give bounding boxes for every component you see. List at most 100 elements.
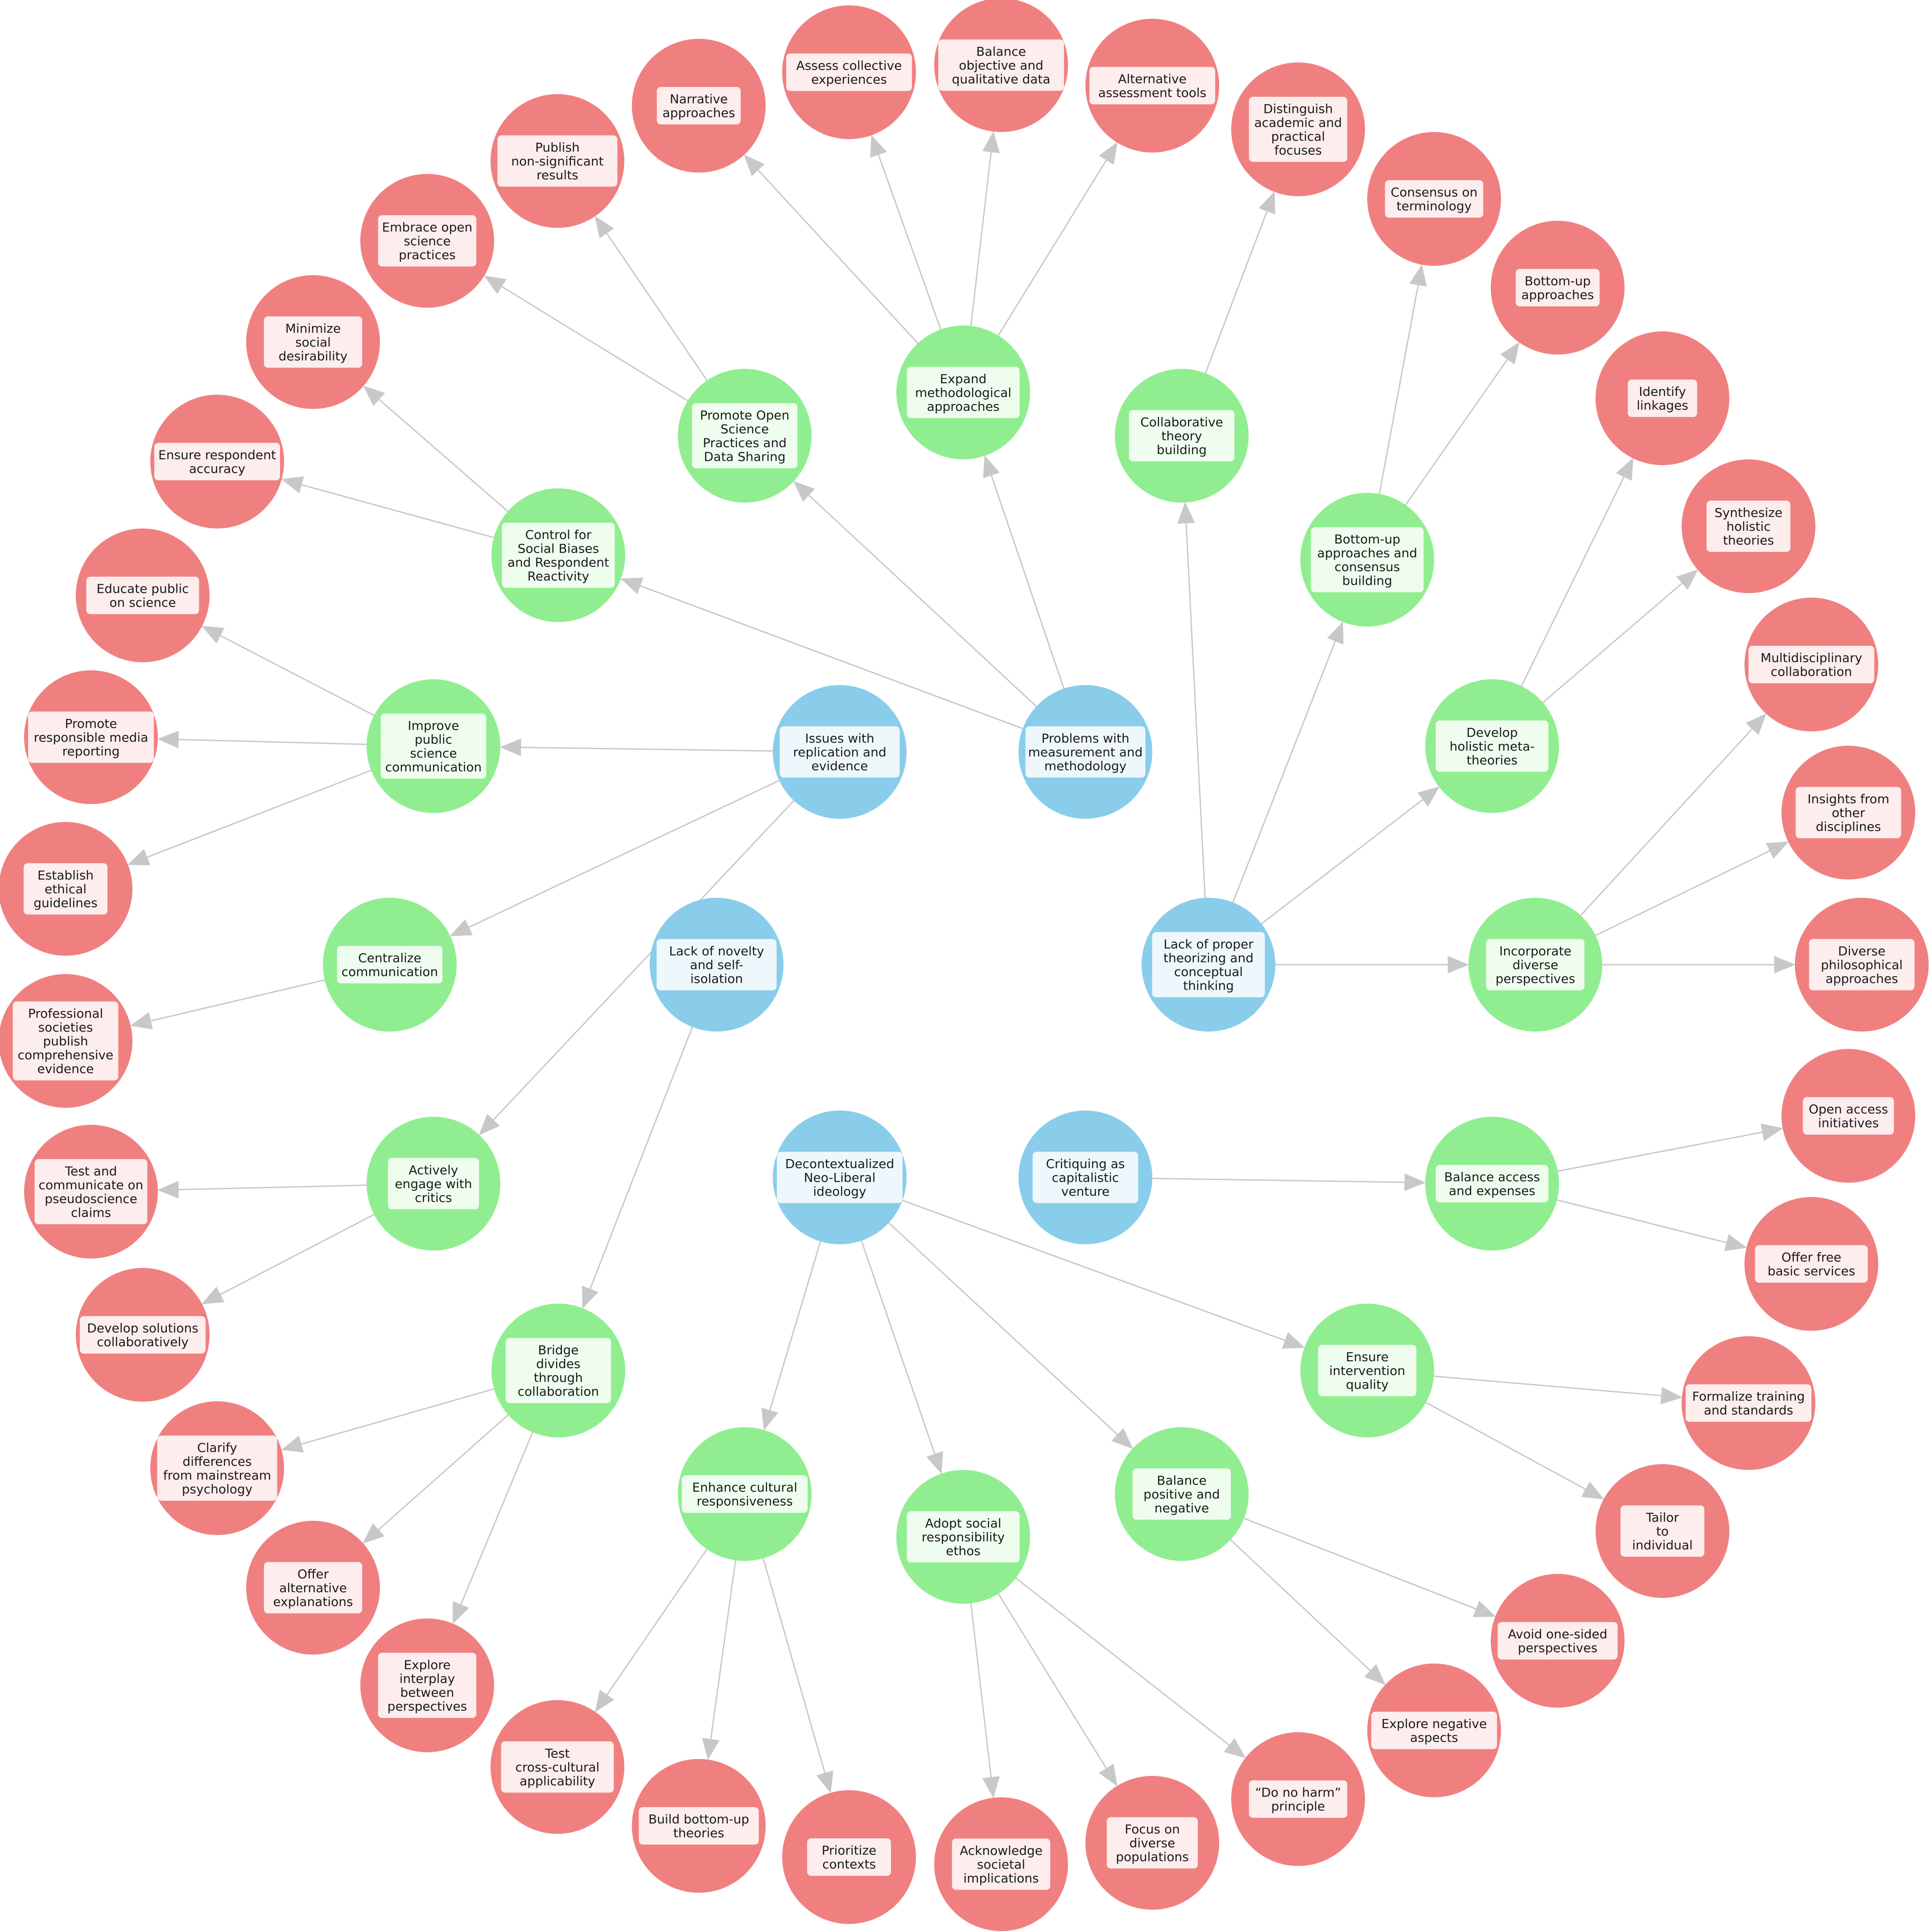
edge-s_open-to-a_pubns	[594, 215, 708, 381]
arrowhead-icon	[280, 1435, 304, 1453]
arrowhead-icon	[478, 1114, 500, 1135]
edge-line	[640, 585, 1023, 729]
edge-line	[878, 154, 942, 330]
arrowhead-icon	[130, 1012, 153, 1030]
edge-line	[460, 1432, 533, 1605]
edge-s_ctl-to-a_min	[363, 385, 508, 512]
arrowhead-icon	[363, 1523, 385, 1544]
edge-line	[1434, 1375, 1662, 1396]
edge-s_bot-to-a_bua	[1405, 342, 1520, 505]
edge-line	[1015, 1577, 1230, 1746]
node-label-box	[154, 443, 280, 480]
edge-line	[808, 495, 1037, 707]
edge-s_col-to-a_dist	[1204, 191, 1275, 374]
node-label-box	[80, 1316, 206, 1354]
edge-s_soc-to-a_ack	[970, 1603, 1000, 1799]
edge-line	[301, 484, 494, 538]
edge-line	[1595, 850, 1770, 936]
edge-p4-to-s_inc	[1275, 956, 1469, 974]
edge-line	[763, 1558, 826, 1774]
node-label-box	[1628, 380, 1697, 417]
arrowhead-icon	[1448, 956, 1469, 974]
edge-s_pub-to-a_edu	[202, 626, 375, 716]
edge-s_cen-to-a_prof	[130, 979, 325, 1030]
arrowhead-icon	[982, 131, 1000, 153]
edge-s_exp-to-a_balobj	[970, 131, 1000, 326]
node-label-box	[1032, 1152, 1138, 1203]
arrowhead-icon	[870, 135, 887, 158]
node-label-box	[1318, 1345, 1417, 1396]
edge-line	[501, 286, 688, 401]
node-label-box	[1802, 1097, 1894, 1135]
edge-p5-to-s_soc	[861, 1240, 943, 1474]
node-label-box	[378, 215, 477, 267]
arrowhead-icon	[1224, 1738, 1246, 1759]
edge-line	[589, 1027, 693, 1289]
node-label-box	[1435, 1165, 1549, 1202]
edge-s_inc-to-a_mul	[1580, 713, 1767, 916]
edge-s_acc-to-a_oa	[1558, 1123, 1783, 1172]
node-label-box	[1249, 97, 1348, 162]
node-label-box	[34, 1159, 148, 1224]
arrowhead-icon	[1258, 191, 1275, 215]
edge-s_inc-to-a_ins	[1595, 841, 1789, 936]
node-label-box	[1311, 527, 1424, 592]
arrowhead-icon	[157, 1181, 179, 1199]
arrowhead-icon	[1417, 786, 1440, 807]
arrowhead-icon	[1765, 841, 1789, 859]
edge-line	[1185, 523, 1206, 898]
arrowhead-icon	[1676, 569, 1699, 590]
arrowhead-icon	[1500, 342, 1520, 365]
arrowhead-icon	[761, 1408, 779, 1431]
node-label-box	[264, 1562, 363, 1614]
arrowhead-icon	[793, 481, 815, 502]
edge-line	[1405, 359, 1508, 505]
edge-line	[468, 780, 780, 928]
edge-s_soc-to-a_dnh	[1015, 1577, 1246, 1759]
edge-s_ctl-to-a_ens	[281, 476, 494, 538]
node-label: “Do no harm”principle	[1255, 1785, 1341, 1814]
action-node-a_dnh: “Do no harm”principle	[1231, 1732, 1365, 1866]
node-label-box	[1795, 787, 1901, 838]
edge-s_ens-to-a_form	[1434, 1375, 1683, 1404]
edge-p4-to-s_col	[1177, 502, 1206, 898]
edge-s_bot-to-a_cons	[1378, 264, 1427, 494]
node-label-box	[380, 714, 487, 779]
edge-p4-to-s_bot	[1232, 621, 1344, 903]
arrowhead-icon	[499, 739, 521, 756]
edge-s_soc-to-a_fdp	[998, 1593, 1118, 1787]
